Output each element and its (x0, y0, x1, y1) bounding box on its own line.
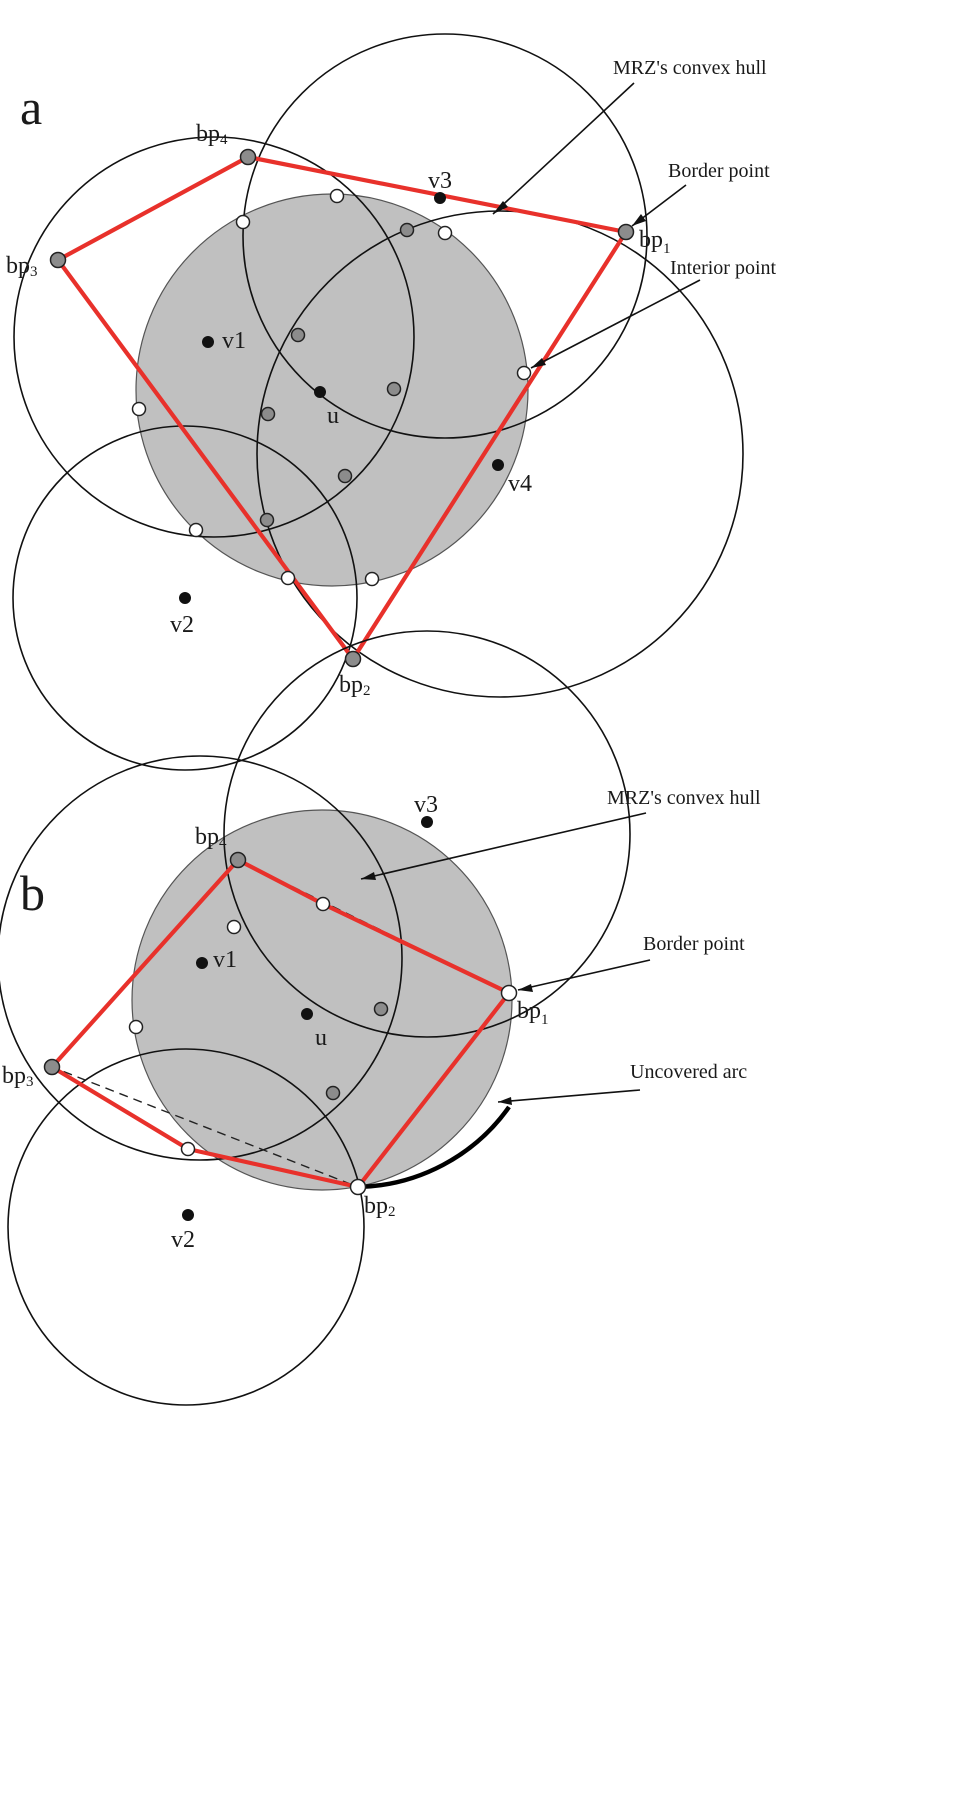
inner-point (386, 381, 402, 397)
label-bp2: bp2 (364, 1193, 396, 1220)
border-point-bp1 (617, 223, 635, 241)
border-point-bp3 (43, 1058, 61, 1076)
panel-letter-a: a (20, 79, 42, 135)
annotation-hull-b: MRZ's convex hull (607, 787, 761, 809)
interior-point (516, 365, 532, 381)
border-points-a (49, 148, 635, 668)
node-v2 (179, 592, 191, 604)
inner-point (259, 512, 275, 528)
label-bp1: bp1 (517, 998, 549, 1028)
inner-intersections (259, 222, 415, 528)
interior-point (226, 919, 242, 935)
annotation-border-a: Border point (668, 160, 770, 182)
border-points-b (43, 851, 518, 1196)
annotation-uncovered-b: Uncovered arc (630, 1061, 747, 1083)
label-v1: v1 (222, 328, 246, 354)
arrow-border-b (517, 959, 651, 991)
interior-point (364, 571, 380, 587)
sensing-circle-v4 (256, 210, 744, 698)
label-bp3: bp3 (2, 1063, 34, 1090)
arrowhead (361, 872, 376, 880)
interior-point (437, 225, 453, 241)
border-point-bp2 (349, 1178, 367, 1196)
label-bp1: bp1 (639, 227, 671, 257)
interior-point (329, 188, 345, 204)
sensing-circle-v3 (223, 630, 631, 1038)
label-u: u (327, 403, 339, 429)
panel-b: b (0, 630, 761, 1406)
label-bp4: bp4 (195, 824, 227, 851)
inner-intersections (325, 1001, 389, 1101)
label-v4: v4 (508, 471, 532, 497)
interior-point (315, 896, 331, 912)
sensing-circle-v1 (0, 755, 403, 1161)
arrowhead (498, 1097, 512, 1105)
label-bp2: bp2 (339, 672, 371, 699)
node-u (314, 386, 326, 398)
arrowhead (632, 214, 646, 226)
sensing-circle-v3 (242, 33, 648, 439)
arrowhead (531, 358, 546, 368)
border-point-bp2 (344, 650, 362, 668)
node-v3 (434, 192, 446, 204)
sensing-circle-v2 (12, 425, 358, 771)
node-v1 (202, 336, 214, 348)
interior-point (235, 214, 251, 230)
interior-point (280, 570, 296, 586)
interior-point (128, 1019, 144, 1035)
node-v2 (182, 1209, 194, 1221)
inner-point (325, 1085, 341, 1101)
interior-points (131, 188, 532, 587)
label-v2: v2 (171, 1227, 195, 1253)
inner-point (373, 1001, 389, 1017)
inner-point (260, 406, 276, 422)
arrow-hull-a (492, 82, 635, 215)
annotation-border-b: Border point (643, 933, 745, 955)
border-point-bp1 (500, 984, 518, 1002)
label-v2: v2 (170, 612, 194, 638)
sensing-disk-u (131, 809, 513, 1191)
annotation-hull-a: MRZ's convex hull (613, 57, 767, 79)
panel-letter-b: b (20, 865, 45, 921)
label-v3: v3 (414, 792, 438, 818)
interior-points (128, 896, 331, 1157)
border-point-bp3 (49, 251, 67, 269)
uncovered-arc (357, 1105, 511, 1190)
annotation-interior-a: Interior point (670, 257, 777, 279)
inner-point (290, 327, 306, 343)
interior-point (188, 522, 204, 538)
label-v1: v1 (213, 947, 237, 973)
node-v1 (196, 957, 208, 969)
border-point-bp4 (229, 851, 247, 869)
arrow-interior-a (530, 279, 701, 369)
interior-point (180, 1141, 196, 1157)
sensing-circle-v1 (13, 136, 415, 538)
label-u: u (315, 1025, 327, 1051)
arrowhead (493, 201, 508, 214)
inner-point (337, 468, 353, 484)
node-u (301, 1008, 313, 1020)
label-v3: v3 (428, 168, 452, 194)
node-v4 (492, 459, 504, 471)
inner-point (399, 222, 415, 238)
panel-a: a (6, 33, 777, 771)
node-v3 (421, 816, 433, 828)
border-point-bp4 (239, 148, 257, 166)
interior-point (131, 401, 147, 417)
arrow-hull-b (360, 812, 647, 880)
label-bp3: bp3 (6, 253, 38, 280)
sensing-circle-v2 (7, 1048, 365, 1406)
arrow-uncovered-b (497, 1089, 641, 1103)
label-bp4: bp4 (196, 121, 228, 148)
arrowhead (518, 984, 533, 992)
